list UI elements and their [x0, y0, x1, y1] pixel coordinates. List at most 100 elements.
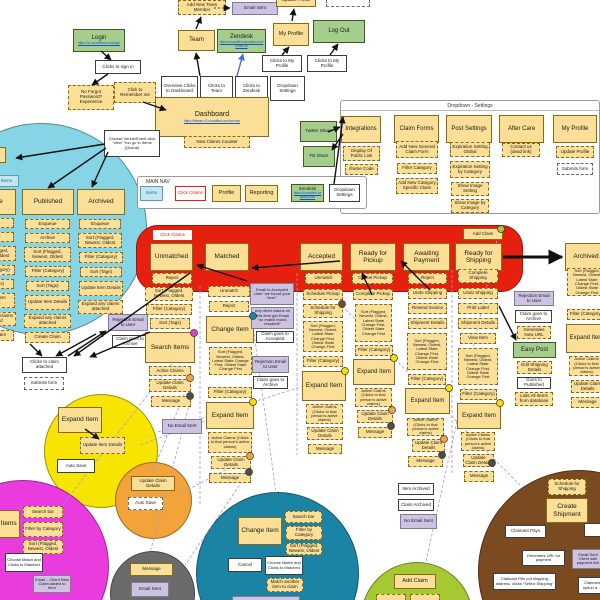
bc-right-partial[interactable]: [584, 523, 600, 537]
dd-add-general-claim[interactable]: Add New General Claim Form: [396, 141, 438, 158]
um-search-items[interactable]: Search Items: [145, 332, 195, 363]
clicks-to-claim-attached[interactable]: Clicks to claim attached: [22, 357, 67, 373]
yc-auto-save[interactable]: Auto Save: [57, 459, 95, 473]
top-left-partial[interactable]: [0, 147, 6, 163]
ac-update-claim[interactable]: Update Claim Details: [307, 427, 343, 440]
items-label-circle[interactable]: Items: [0, 175, 19, 187]
bc-create-shipment[interactable]: Create Shipment: [546, 498, 588, 523]
mc-email-client[interactable]: Email – Client New Claim added to item: [33, 575, 71, 593]
ar-active-claims[interactable]: Active Claims (Clicks to that person's a…: [569, 356, 600, 376]
pub-filter-category[interactable]: Filter (Category): [25, 266, 71, 277]
oc-update-claim[interactable]: Update Claim Details: [131, 476, 175, 491]
claim-archived[interactable]: Claim Archived: [398, 499, 434, 511]
submits-form-left[interactable]: Submits form: [24, 377, 64, 390]
email-accepted-user[interactable]: Email to Accepted User “we found your it…: [250, 283, 294, 305]
ac-message[interactable]: Message: [308, 444, 342, 454]
ac-expand-item[interactable]: Expand Item: [302, 371, 346, 401]
ac-schedule-pickup[interactable]: Schedule Pickup: [303, 289, 343, 300]
fb-share[interactable]: FB Share: [303, 146, 335, 167]
um-no-email-sent[interactable]: No Email Sent: [162, 419, 202, 434]
m-active-claims[interactable]: Active Claims (Clicks to that person's a…: [208, 432, 252, 453]
um-active-claims[interactable]: Active Claims: [149, 366, 191, 376]
claim-goes-archive-right[interactable]: Claim goes to Archive: [515, 310, 552, 323]
um-reject[interactable]: Reject: [152, 273, 192, 284]
ap-update-claim[interactable]: Update Claim Details: [412, 439, 445, 452]
m-reject[interactable]: Reject: [209, 301, 249, 312]
tc-choose-match[interactable]: Choose Match and Clicks to Matched: [265, 556, 303, 575]
status-unmatched[interactable]: Unmatched: [150, 243, 193, 271]
q-expand-claims[interactable]: Expand any claims attached: [0, 312, 16, 326]
yc-update-item-details[interactable]: Update Item Details: [80, 437, 125, 454]
mc-choose-match[interactable]: Choose Match and Clicks to Matched: [5, 553, 43, 572]
status-archived[interactable]: Archived: [565, 243, 600, 271]
m-expand-item[interactable]: Expand Item: [206, 402, 254, 429]
rs-update-claim[interactable]: Update Claim Details: [463, 454, 494, 467]
dd-post-settings[interactable]: Post Settings: [446, 115, 492, 143]
dd-submits-form[interactable]: Submits form: [557, 163, 593, 175]
gc-email-sent[interactable]: Email Sent: [131, 582, 169, 597]
status-accepted[interactable]: Accepted: [300, 243, 343, 271]
rp-expand-item[interactable]: Expand Item: [353, 359, 395, 385]
m-change-item[interactable]: Change Item: [206, 316, 254, 343]
dd-update-profile[interactable]: Update Profile: [556, 146, 594, 158]
edit-shipping-details[interactable]: Edit Shipping Details: [517, 361, 552, 374]
tc-sort-flagged[interactable]: Sort (Flagged, Newest, Oldest: [286, 543, 322, 555]
q-sort-tags[interactable]: Sort (Tags): [0, 279, 14, 289]
overview-clicks-to-dashboard[interactable]: Overview Clicks to Dashboard: [161, 76, 198, 101]
q-filter-category[interactable]: Filter (Category): [0, 265, 15, 275]
bc-schedule-shipping[interactable]: Schedule for Shipping: [548, 479, 586, 495]
mc-filter-by-category[interactable]: Filter by Category: [23, 522, 63, 537]
dd-filter-category[interactable]: Filter Category: [397, 163, 437, 174]
dd-expiration-global[interactable]: Expiration Setting Global: [450, 142, 490, 157]
lists-all-items[interactable]: Lists All Items from database: [515, 392, 553, 406]
nav-profile[interactable]: Profile: [212, 185, 241, 202]
ar-sort-long[interactable]: Sort (Flagged, Newest, Oldest, Latest St…: [567, 268, 600, 296]
dd-add-category-claim[interactable]: Add New Category Specific Claim: [396, 178, 438, 194]
ap-message[interactable]: Message: [408, 456, 443, 467]
nav-dropdown-settings[interactable]: Dropdown Settings: [329, 184, 360, 202]
m-message[interactable]: Message: [209, 473, 251, 483]
ap-sort-long[interactable]: Sort (Flagged, Newest, Oldest, Latest St…: [407, 333, 447, 370]
archi-filter-category[interactable]: Filter (Category): [79, 252, 123, 263]
ap-filter-category[interactable]: Filter (Category): [408, 374, 446, 385]
grc-box-1[interactable]: [376, 594, 406, 600]
rs-active-claims[interactable]: Active Claims (Clicks to that person's a…: [461, 432, 495, 451]
dd-integrations[interactable]: Integrations: [341, 116, 381, 143]
ar-update-claim[interactable]: Update Claim Details: [571, 380, 600, 393]
um-message[interactable]: Message: [151, 396, 191, 407]
rs-undo-shipping[interactable]: Undo Shipping: [458, 288, 498, 299]
claim-goes-archive-left[interactable]: Claim goes to Archive: [112, 335, 148, 348]
rs-complete-shipping[interactable]: Complete Shipping: [458, 269, 498, 283]
rp-cancel-pickup[interactable]: Cancel Pickup: [352, 273, 393, 284]
archived-items-header[interactable]: Archived: [77, 189, 125, 215]
bc-claimant-pays[interactable]: Claimant Pays: [505, 525, 546, 538]
rs-filter-category[interactable]: Filter (Category): [460, 389, 497, 400]
rs-view-item[interactable]: View Item: [460, 333, 496, 344]
dropdown-settings-link[interactable]: Dropdown Settings: [270, 76, 305, 101]
published-header[interactable]: Published: [22, 189, 74, 215]
ar-filter-category[interactable]: Filter (Category): [567, 309, 600, 320]
grc-box-2[interactable]: [410, 594, 440, 600]
oc-auto-save[interactable]: Auto Save: [128, 497, 163, 510]
m-sort-long[interactable]: Sort (Flagged, Newest, Oldest, Latest St…: [209, 347, 252, 375]
rejection-email-left[interactable]: Rejection Email to User: [108, 314, 148, 331]
um-sort-tags[interactable]: Sort (Tags): [150, 318, 190, 329]
um-sort-flagged[interactable]: Sort (Flagged, Newest, Oldest: [145, 287, 193, 301]
click-to-remember[interactable]: Click to Remember me: [114, 82, 156, 103]
tc-change-item[interactable]: Change Item: [238, 517, 282, 545]
pub-create-claim[interactable]: Create Claim: [25, 332, 70, 343]
pub-update-item[interactable]: Update Item Details: [25, 295, 70, 310]
item-archived[interactable]: Item Archived: [398, 483, 434, 495]
goes-to-published[interactable]: Goes to Published: [517, 377, 551, 389]
um-filter-category[interactable]: Filter (Category): [146, 304, 192, 315]
choose-venue-event[interactable]: Choose Venue/Event click “view” You go t…: [104, 130, 160, 157]
ac-filter-category[interactable]: Filter (Category): [303, 356, 343, 367]
no-forgot-password[interactable]: No Forgot Password? Experience: [68, 85, 114, 110]
ap-shipment-details[interactable]: Shipment Details: [408, 318, 447, 329]
clicks-to-sign-in[interactable]: Clicks to sign in: [95, 60, 141, 74]
ac-sort-long[interactable]: Sort (Flagged, Newest, Oldest, Latest St…: [303, 321, 343, 352]
submits-form-top[interactable]: [326, 0, 370, 7]
nav-click-claims[interactable]: Click Claims: [175, 186, 206, 201]
pub-sort-flagged[interactable]: Sort (Flagged, Newest, Oldest: [24, 247, 71, 262]
